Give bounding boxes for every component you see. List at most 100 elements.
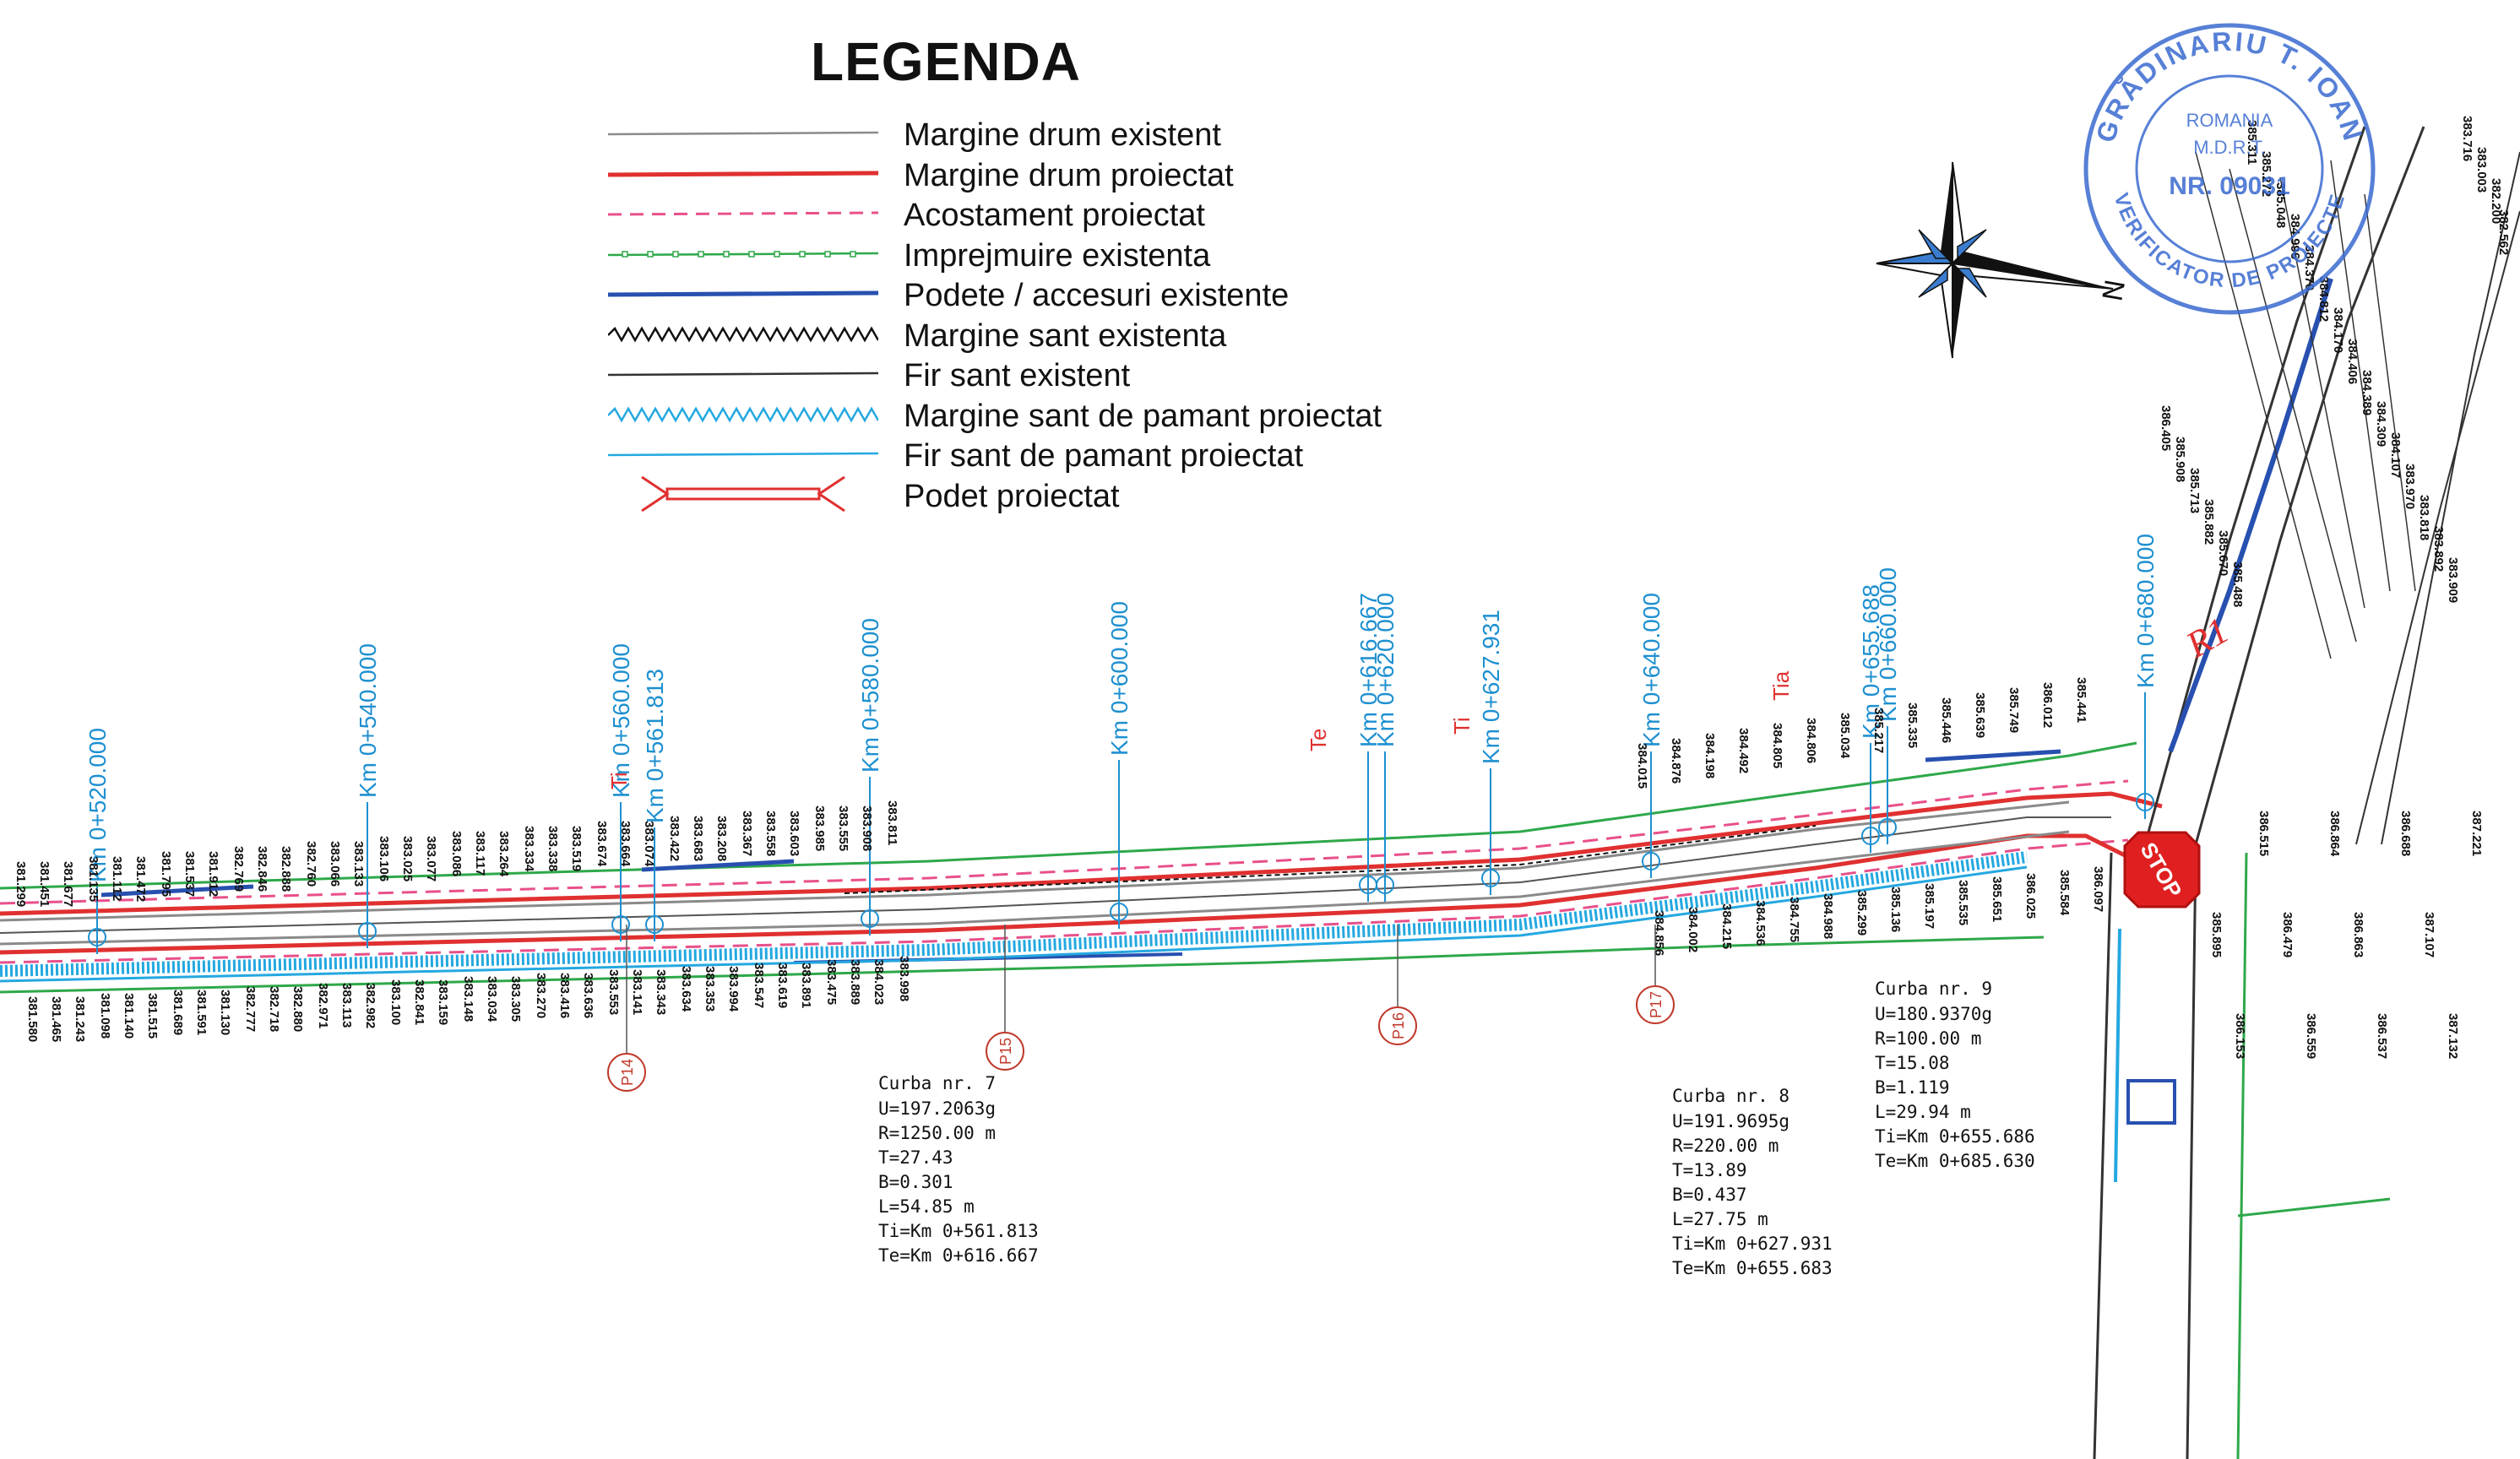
elevation-label: 381.451 xyxy=(37,861,52,907)
elevation-label: 383.909 xyxy=(2446,557,2460,603)
profile-circle xyxy=(1636,985,1675,1024)
elevation-label: 383.270 xyxy=(534,973,548,1018)
elevation-label: 383.716 xyxy=(2460,116,2474,161)
legend-swatch xyxy=(608,211,878,216)
elevation-label: 385.034 xyxy=(1838,713,1852,759)
elevation-label: 383.558 xyxy=(763,811,778,856)
shoulder-north xyxy=(0,779,2129,905)
legend-row: Podet proiectat xyxy=(591,475,1478,516)
cross-road-fence xyxy=(2236,852,2248,1459)
access-existing-3 xyxy=(1925,749,2061,762)
elevation-label: 385.584 xyxy=(2057,870,2072,916)
elevation-label: 381.465 xyxy=(49,996,63,1042)
curve-param: L=29.94 m xyxy=(1875,1102,1971,1122)
elevation-label: 382.880 xyxy=(291,986,305,1032)
profile-label: P14 xyxy=(619,1059,636,1086)
ditch-design-south-edge xyxy=(0,865,2028,983)
elevation-label: 386.863 xyxy=(2351,912,2365,957)
legend-label: Margine sant existenta xyxy=(904,317,1227,354)
elevation-label: 383.994 xyxy=(726,966,741,1012)
point-mark-label: Ti xyxy=(1449,717,1475,735)
elevation-label: 386.012 xyxy=(2040,682,2055,728)
legend-swatch xyxy=(608,131,878,136)
elevation-label: 383.141 xyxy=(630,969,644,1015)
elevation-label: 385.441 xyxy=(2074,677,2088,723)
elevation-label: 382.769 xyxy=(231,846,246,892)
fence-south xyxy=(0,936,2045,994)
elevation-label: 384.876 xyxy=(1669,738,1683,784)
cross-road-ditch xyxy=(2114,928,2121,1183)
elevation-label: 383.683 xyxy=(691,816,705,861)
cross-road-east xyxy=(2186,852,2197,1459)
access-existing-2 xyxy=(641,859,795,872)
elevation-label: 382.718 xyxy=(267,986,281,1032)
elevation-label: 383.353 xyxy=(703,966,717,1012)
curve-param: B=0.301 xyxy=(878,1172,953,1192)
chainage-label: Km 0+655.688 xyxy=(1858,584,1884,739)
edge-existing-south xyxy=(0,830,2070,946)
profile-label: P15 xyxy=(997,1038,1014,1065)
side-road-east-edge xyxy=(2194,126,2425,845)
chainage-label: Km 0+640.000 xyxy=(1638,593,1665,747)
elevation-label: 383.066 xyxy=(328,841,342,887)
elevation-label: 385.908 xyxy=(2173,437,2187,482)
legend-label: Podet proiectat xyxy=(904,478,1120,514)
elevation-label: 384.812 xyxy=(2316,276,2331,322)
elevation-label: 383.519 xyxy=(569,826,584,871)
side-road-fence-east xyxy=(2381,151,2520,845)
elevation-label: 383.113 xyxy=(339,983,354,1028)
fence-north xyxy=(0,741,2137,890)
legend-swatch xyxy=(608,372,878,377)
curve-param: B=1.119 xyxy=(1875,1077,1950,1098)
chainage-label: Km 0+620.000 xyxy=(1372,593,1398,747)
elevation-label: 383.264 xyxy=(497,831,511,877)
elevation-label: 383.811 xyxy=(885,800,899,845)
elevation-label: 384.170 xyxy=(2331,307,2345,353)
legend-row: Imprejmuire existenta xyxy=(591,235,1478,275)
stamp-ministry: M.D.R.T. xyxy=(2193,137,2266,158)
chainage-label: Km 0+520.000 xyxy=(84,728,111,882)
chainage-label: Km 0+680.000 xyxy=(2132,534,2159,688)
side-road-west-design xyxy=(2168,278,2333,753)
elevation-label: 385.335 xyxy=(1905,702,1920,748)
side-road-west-edge xyxy=(2143,126,2366,845)
access-existing-1 xyxy=(100,884,254,898)
curve-param: Ti=Km 0+561.813 xyxy=(878,1221,1039,1241)
elevation-label: 383.985 xyxy=(812,805,827,851)
chainage-node xyxy=(1642,852,1660,871)
elevation-label: 381.580 xyxy=(25,996,40,1042)
elevation-label: 383.367 xyxy=(740,811,754,856)
curve-param: Ti=Km 0+627.931 xyxy=(1672,1234,1833,1254)
chainage-label: Km 0+627.931 xyxy=(1478,610,1504,764)
elevation-label: 383.634 xyxy=(679,966,693,1012)
legend-row: Margine sant existenta xyxy=(591,315,1478,355)
curve-param: R=1250.00 m xyxy=(878,1123,996,1143)
elevation-label: 383.159 xyxy=(436,979,450,1025)
stamp-country: ROMANIA xyxy=(2186,110,2273,131)
elevation-label: 382.841 xyxy=(412,979,426,1025)
point-mark-label: Tia xyxy=(1768,670,1794,701)
elevation-label: 383.674 xyxy=(595,821,609,867)
elevation-label: 382.200 xyxy=(2489,178,2503,224)
elevation-label: 383.343 xyxy=(654,969,668,1015)
elevation-label: 383.664 xyxy=(618,821,633,867)
chainage-node xyxy=(1376,876,1394,894)
stamp-number: NR. 09031 xyxy=(2169,172,2289,200)
legend-label: Margine drum existent xyxy=(904,117,1221,153)
elevation-label: 381.591 xyxy=(194,990,209,1035)
stop-sign: STOP xyxy=(2123,831,2201,908)
elevation-label: 382.888 xyxy=(279,846,293,892)
curve-param: T=13.89 xyxy=(1672,1160,1747,1180)
elevation-label: 384.389 xyxy=(2360,370,2374,415)
elevation-label: 386.559 xyxy=(2304,1013,2318,1059)
elevation-label: 383.416 xyxy=(557,973,572,1018)
elevation-label: 385.311 xyxy=(2245,120,2259,165)
chainage-node xyxy=(88,928,106,946)
elevation-label: 386.405 xyxy=(2159,405,2173,451)
elevation-label: 383.555 xyxy=(836,805,850,851)
elevation-label: 383.970 xyxy=(2403,464,2417,509)
legend-label: Imprejmuire existenta xyxy=(904,237,1211,274)
